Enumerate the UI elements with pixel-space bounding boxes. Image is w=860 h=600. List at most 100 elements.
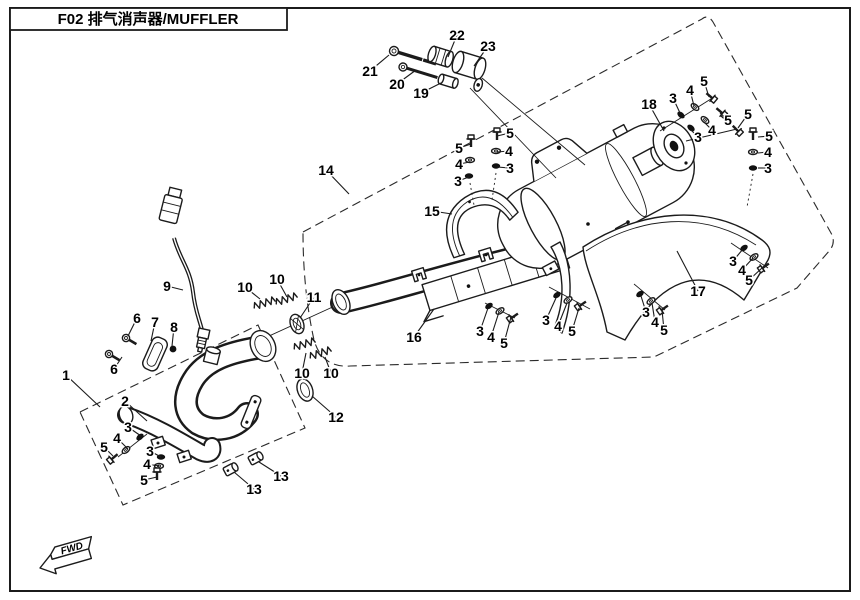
callout-19: 19: [413, 85, 429, 101]
callout-leader-4: [703, 121, 713, 131]
callout-leader-15: [431, 210, 453, 215]
callout-5: 5: [744, 106, 752, 122]
callout-leader-16: [413, 308, 435, 338]
callout-leader-5: [458, 143, 472, 149]
callout-7: 7: [151, 314, 159, 330]
callout-13: 13: [246, 481, 262, 497]
gasket-ring-11: [289, 313, 305, 335]
callout-3: 3: [476, 323, 484, 339]
callout-leader-4: [458, 161, 471, 165]
callout-leader-5: [103, 446, 114, 457]
callout-leader-5: [719, 112, 729, 121]
callout-4: 4: [505, 143, 513, 159]
callout-leader-4: [741, 257, 754, 271]
callout-leader-13: [258, 461, 282, 477]
callout-leader-3: [496, 166, 511, 169]
callout-5: 5: [724, 112, 732, 128]
callout-5: 5: [660, 322, 668, 338]
nut-8-icon: [169, 345, 177, 353]
header-pipe: [174, 329, 277, 441]
pipe-clamp: [410, 266, 428, 283]
callout-11: 11: [307, 289, 322, 305]
callout-leader-5: [571, 307, 580, 332]
callout-leader-12: [311, 395, 337, 418]
callout-leader-10: [301, 352, 307, 374]
callout-leader-11: [299, 296, 315, 319]
callout-leader-19: [420, 82, 442, 94]
heat-shield-17-blade: [550, 241, 571, 334]
callout-leader-8: [171, 326, 175, 347]
callout-leader-7: [150, 321, 156, 342]
callout-leader-2: [124, 400, 148, 422]
callout-leader-1: [65, 374, 101, 408]
callout-15: 15: [424, 203, 440, 219]
callout-10: 10: [323, 365, 339, 381]
callout-leader-4: [651, 302, 656, 323]
callout-4: 4: [143, 456, 151, 472]
callout-leader-5: [661, 309, 665, 331]
callout-leader-5: [757, 135, 770, 138]
callout-leader-5: [748, 267, 763, 281]
callout-leader-4: [689, 89, 695, 107]
callout-leader-3: [640, 295, 647, 313]
callout-leader-3: [732, 248, 744, 262]
callout-5: 5: [455, 140, 463, 156]
callout-5: 5: [765, 128, 773, 144]
callout-3: 3: [642, 304, 650, 320]
callout-5: 5: [745, 272, 753, 288]
callout-leader-3: [479, 307, 489, 332]
callout-20: 20: [389, 76, 405, 92]
oxygen-sensor: [158, 186, 211, 353]
callout-leader-3: [149, 450, 162, 458]
callout-5: 5: [506, 125, 514, 141]
callout-leader-4: [490, 311, 500, 338]
callout-14: 14: [318, 162, 334, 178]
callout-leader-21: [369, 54, 390, 72]
callout-5: 5: [568, 323, 576, 339]
callout-4: 4: [554, 318, 562, 334]
callout-17: 17: [690, 283, 706, 299]
callout-leader-13: [233, 471, 255, 490]
callout-4: 4: [686, 82, 694, 98]
callout-leader-10: [244, 286, 261, 300]
callout-4: 4: [113, 430, 121, 446]
callout-leader-17: [676, 250, 699, 292]
callout-23: 23: [480, 38, 496, 54]
fwd-arrow: FWD: [39, 535, 93, 575]
callout-3: 3: [506, 160, 514, 176]
callout-16: 16: [406, 329, 422, 345]
callout-leader-4: [757, 151, 769, 154]
callout-leader-5: [503, 316, 512, 344]
fastener-stacks: [104, 88, 773, 482]
pipe-clamp: [477, 246, 495, 263]
callout-3: 3: [454, 173, 462, 189]
callout-leader-23: [473, 45, 489, 67]
callout-leader-3: [457, 176, 470, 182]
callout-3: 3: [764, 160, 772, 176]
mount-assembly-19-23: [388, 45, 586, 179]
callout-5: 5: [700, 73, 708, 89]
callout-4: 4: [487, 329, 495, 345]
callout-22: 22: [449, 27, 465, 43]
callout-12: 12: [328, 409, 344, 425]
callout-leader-20: [396, 69, 417, 85]
callout-6: 6: [110, 361, 118, 377]
callout-5: 5: [140, 472, 148, 488]
callout-leader-4: [557, 302, 568, 327]
callout-8: 8: [170, 319, 178, 335]
pipe-outlet-flange: [240, 394, 262, 430]
callout-5: 5: [100, 439, 108, 455]
gasket-ring-12: [296, 378, 314, 402]
callout-leader-3: [127, 426, 142, 437]
callout-5: 5: [500, 335, 508, 351]
callout-leader-5: [737, 113, 749, 129]
callout-10: 10: [237, 279, 253, 295]
callout-10: 10: [269, 271, 285, 287]
callout-leader-14: [325, 169, 350, 195]
callout-1: 1: [62, 367, 70, 383]
callout-10: 10: [294, 365, 310, 381]
callout-leader-10: [276, 278, 288, 298]
title-box: F02 排气消声器/MUFFLER: [9, 7, 288, 31]
